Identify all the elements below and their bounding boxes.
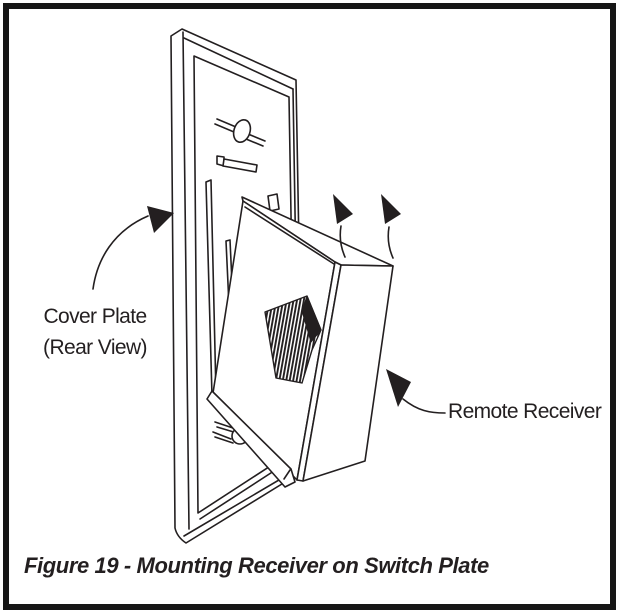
- cover-plate-callout-arrow: [147, 206, 174, 233]
- cover-plate-label-line2: (Rear View): [43, 336, 147, 359]
- mounting-screw-top: [214, 118, 266, 147]
- annotation-arrows: [92, 194, 446, 414]
- remote-receiver-callout-arrow: [386, 369, 411, 407]
- rotate-up-arrow-right: [381, 194, 401, 224]
- receiver-bottom-flange: [206, 390, 296, 488]
- receiver-front-rim-line: [244, 206, 335, 265]
- rotate-up-arrow-left: [333, 194, 353, 224]
- remote-receiver-drawing: [206, 193, 394, 488]
- rotate-up-arrow-right-tail: [387, 226, 394, 259]
- receiver-side-face: [302, 264, 394, 482]
- receiver-flange-tip-line: [283, 469, 291, 480]
- cover-plate-left-edge-inner: [182, 31, 190, 530]
- cover-plate-label: Cover Plate (Rear View): [34, 301, 156, 363]
- rotate-up-arrow-left-tail: [339, 225, 346, 258]
- switch-actuator-slot: [216, 155, 258, 173]
- receiver-ir-window: [264, 295, 322, 384]
- cover-plate-top-edge-inner: [183, 37, 294, 90]
- cover-plate-leader-line: [92, 215, 149, 290]
- remote-receiver-label: Remote Receiver: [448, 400, 602, 423]
- receiver-clip-tab: [267, 193, 280, 212]
- remote-receiver-leader-line: [402, 398, 446, 414]
- figure-caption: Figure 19 - Mounting Receiver on Switch …: [24, 553, 489, 578]
- cover-plate-label-line1: Cover Plate: [43, 305, 147, 328]
